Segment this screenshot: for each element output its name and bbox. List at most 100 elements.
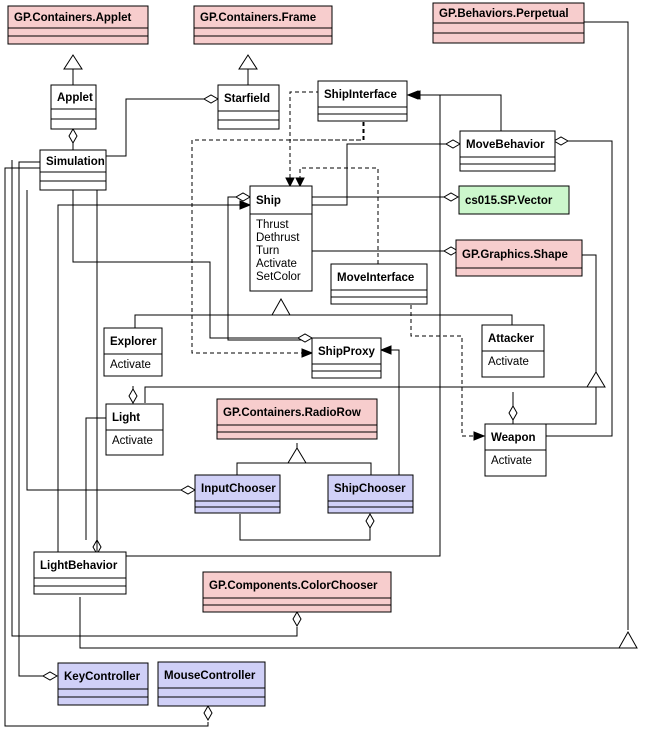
inheritance-triangle-radiorow (287, 447, 307, 464)
dependency-shipinterface-ship (289, 122, 365, 180)
diamond-explorer (128, 387, 138, 405)
diamond-shipchooser (365, 512, 375, 530)
association-simulation-shipproxy (72, 190, 305, 339)
inheritance-triangle-ship (271, 297, 291, 316)
method-activate: Activate (491, 455, 532, 467)
dependency-moveinterface-ship (299, 167, 379, 264)
composition-movebehavior-weapon (546, 140, 613, 437)
arrow-loop-shipinterface (408, 90, 421, 100)
class-mouse-controller: MouseController (157, 661, 266, 707)
diamond-movebehavior (444, 139, 462, 149)
class-box-frame (33, 551, 127, 595)
arrow-to-ship (239, 200, 252, 210)
class-name: GP.Containers.RadioRow (223, 407, 361, 419)
class-name: ShipInterface (324, 89, 397, 101)
composition-simulation-colorchooser (11, 160, 298, 637)
class-box-frame (202, 571, 392, 613)
diamond-movebehavior-weapon (552, 136, 570, 146)
class-box-frame (311, 337, 382, 379)
dependency-starfield-shipinterface (289, 91, 318, 178)
diamond-shipproxy (296, 333, 314, 343)
association-simulation-shipinterface (96, 94, 441, 557)
class-simulation: Simulation (39, 149, 107, 191)
class-gp-applet: GP.Containers.Applet (7, 5, 149, 45)
composition-shipproxy-ship (227, 196, 305, 341)
class-name: MouseController (164, 670, 256, 682)
method-activate: Activate (488, 356, 529, 368)
arrow-to-shipproxy (301, 348, 314, 358)
class-name: Light (112, 412, 140, 424)
class-input-chooser: InputChooser (194, 474, 281, 514)
method-dethrust: Dethrust (256, 232, 300, 244)
class-name: ShipProxy (318, 346, 375, 358)
class-ship-proxy: ShipProxy (311, 337, 382, 379)
method-activate: Activate (112, 435, 153, 447)
class-ship-interface: ShipInterface (317, 80, 408, 122)
class-vector: cs015.SP.Vector (458, 185, 570, 215)
method-turn: Turn (256, 245, 279, 257)
class-name: GP.Containers.Frame (200, 12, 316, 24)
class-gp-frame: GP.Containers.Frame (193, 5, 333, 45)
class-name: GP.Behaviors.Perpetual (439, 8, 569, 20)
radiorow-children (236, 462, 372, 475)
class-name: KeyController (64, 671, 141, 683)
class-name: GP.Containers.Applet (14, 12, 132, 24)
composition-simulation-starfield (105, 98, 204, 157)
class-name: Ship (256, 195, 281, 207)
method-activate: Activate (256, 258, 297, 270)
class-shape: GP.Graphics.Shape (455, 239, 583, 277)
connectors (4, 21, 638, 727)
class-box-frame (57, 662, 149, 706)
diamond-shape (442, 246, 460, 256)
class-box-frame (217, 84, 280, 130)
class-name: MoveInterface (337, 272, 414, 284)
class-box-frame (50, 84, 97, 130)
diamond-starfield (202, 94, 220, 104)
arrow-shipinterface-ship (285, 177, 295, 188)
class-box-frame (157, 661, 266, 707)
method-thrust: Thrust (256, 219, 289, 231)
association-inputchooser-shipchooser (239, 514, 371, 541)
class-move-behavior: MoveBehavior (459, 130, 556, 172)
class-box-frame (249, 185, 313, 292)
class-key-controller: KeyController (57, 662, 149, 706)
dependency-starfield-shipproxy (191, 122, 364, 354)
method-setcolor: SetColor (256, 271, 301, 283)
diamond-mousecontroller (203, 704, 213, 722)
diamond-colorchooser (292, 610, 302, 628)
class-color-chooser: GP.Components.ColorChooser (202, 571, 392, 613)
class-name: InputChooser (201, 483, 276, 495)
inheritance-weapon-line (144, 254, 597, 425)
diamond-applet (68, 127, 78, 145)
diamond-vector (442, 192, 460, 202)
dependency-moveinterface-weapon (410, 305, 478, 437)
class-box-frame (193, 5, 333, 45)
inheritance-triangle-starfield (238, 54, 258, 70)
inheritance-triangle-applet (63, 54, 83, 70)
class-box-frame (317, 80, 408, 122)
class-name: GP.Graphics.Shape (462, 249, 568, 261)
association-shipchooser-shipproxy (385, 349, 400, 475)
class-name: Explorer (110, 336, 157, 348)
class-gp-perpetual: GP.Behaviors.Perpetual (432, 2, 585, 44)
class-name: Simulation (46, 156, 105, 168)
diamond-keycontroller (41, 671, 59, 681)
arrow-to-weapon (473, 431, 486, 441)
class-move-interface: MoveInterface (330, 263, 428, 305)
diamond-attacker (508, 404, 518, 422)
class-name: Applet (57, 92, 93, 104)
class-name: GP.Components.ColorChooser (209, 580, 378, 592)
class-box-frame (330, 263, 428, 305)
class-name: ShipChooser (334, 483, 406, 495)
composition-simulation-mousecontroller (4, 167, 209, 727)
class-box-frame (103, 327, 163, 377)
arrow-shipchooser-shipproxy (379, 345, 392, 355)
class-applet: Applet (50, 84, 97, 130)
inheritance-triangle-weapon (586, 371, 606, 388)
composition-simulation-keycontroller (18, 161, 43, 677)
